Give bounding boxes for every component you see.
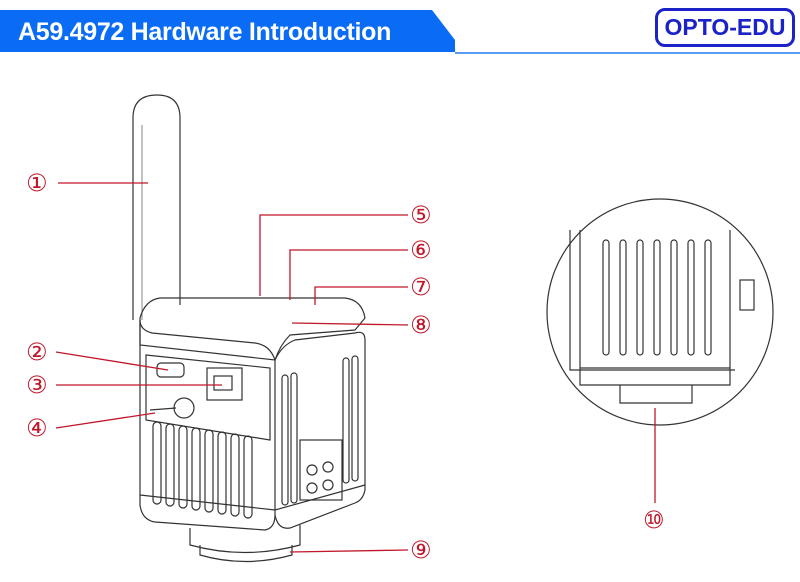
callout-5: ⑤ [410,201,432,229]
page-title: A59.4972 Hardware Introduction [18,18,392,46]
callout-1: ① [26,169,48,197]
ethernet-port [206,367,243,401]
camera-drawing [132,94,774,563]
power-port [173,397,195,419]
callout-3: ③ [26,371,48,399]
leader-lines [55,182,656,553]
callout-9: ⑨ [410,536,432,564]
camera-top [139,297,366,361]
title-banner [0,10,455,52]
vent-fins-front [152,421,253,519]
brand-logo: OPTO-EDU [655,8,795,47]
camera-front-face [139,319,276,531]
callout-7: ⑦ [410,273,432,301]
header-divider [455,52,800,54]
callout-10: ⑩ [643,506,665,534]
callout-8: ⑧ [410,311,432,339]
c-mount [189,525,301,563]
camera-side-face [274,331,366,529]
detail-camera-bottom [569,230,755,404]
hdmi-port [156,362,185,378]
vent-fins-side [281,355,359,506]
callout-4: ④ [26,414,48,442]
side-panel [299,439,343,501]
callout-2: ② [26,338,48,366]
antenna [132,94,181,320]
detail-circle [546,198,774,426]
callout-6: ⑥ [410,236,432,264]
